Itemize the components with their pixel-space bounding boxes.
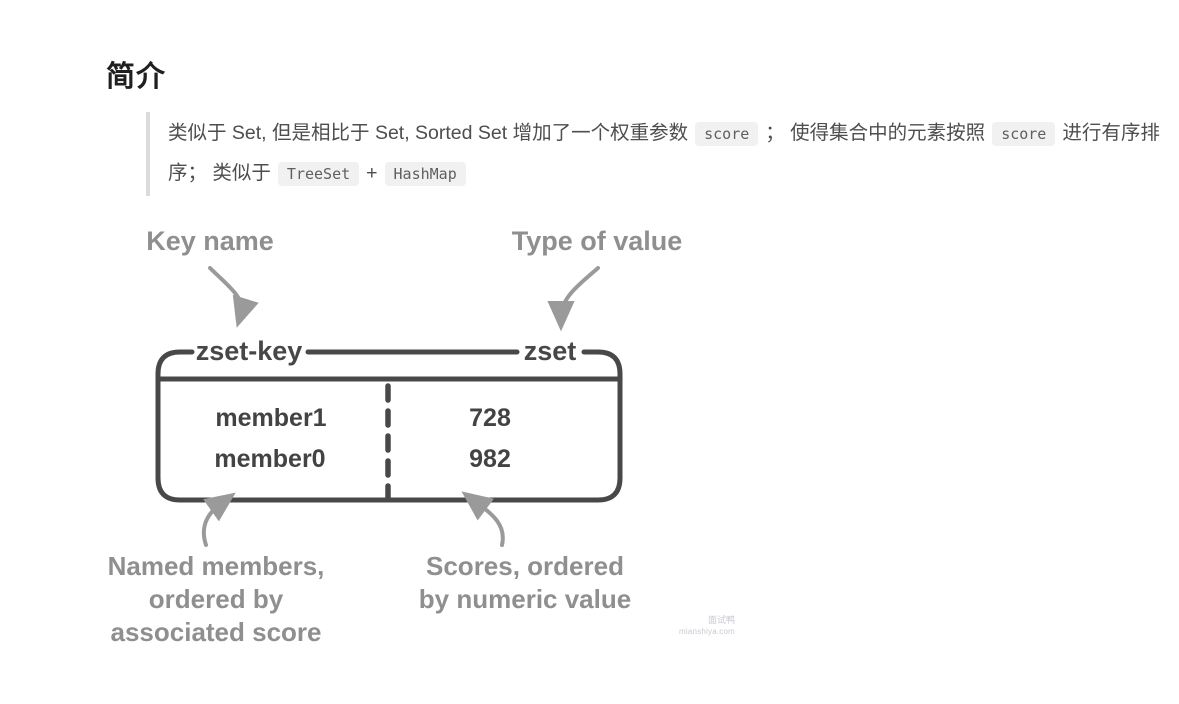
- key-name-arrow: [208, 266, 259, 328]
- page-title: 简介: [106, 61, 167, 94]
- scores-caption: Scores, ordered by numeric value: [418, 551, 632, 614]
- zset-structure-diagram: Key name Type of value zset-key zset mem…: [0, 210, 750, 670]
- members-caption-arrow: [201, 492, 236, 547]
- type-of-value-label: Type of value: [511, 226, 683, 256]
- intro-text-segment: 进行有序排序； 类似于: [168, 121, 1160, 184]
- members-caption: Named members, ordered by associated sco…: [107, 551, 325, 647]
- zset-key-name: zset-key: [195, 336, 303, 366]
- score-cell: 982: [469, 445, 511, 473]
- inline-code-score: score: [992, 121, 1056, 146]
- inline-code-treeset: TreeSet: [277, 161, 360, 186]
- type-of-value-arrow: [547, 266, 600, 332]
- zset-diagram-graphic: [155, 266, 623, 547]
- intro-text-segment: 类似于 Set, 但是相比于 Set, Sorted Set 增加了一个权重参数: [168, 121, 689, 144]
- member-cell: member0: [214, 445, 326, 473]
- watermark-logo-text: 面试鸭: [707, 615, 735, 625]
- intro-text-segment: +: [366, 161, 378, 184]
- scores-caption-arrow: [461, 491, 505, 547]
- inline-code-hashmap: HashMap: [384, 161, 466, 186]
- score-cell: 728: [469, 404, 511, 432]
- key-name-label: Key name: [146, 226, 274, 256]
- zset-box-outline: [155, 349, 623, 503]
- annotation-arrows: [201, 266, 600, 547]
- zset-type-name: zset: [523, 336, 577, 366]
- watermark: 面试鸭 mianshiya.com: [663, 615, 735, 637]
- watermark-domain-text: mianshiya.com: [679, 627, 735, 636]
- intro-blockquote: 类似于 Set, 但是相比于 Set, Sorted Set 增加了一个权重参数…: [146, 111, 1174, 196]
- inline-code-score: score: [695, 121, 759, 146]
- intro-text-segment: ； 使得集合中的元素按照: [765, 121, 986, 144]
- member-cell: member1: [215, 404, 327, 432]
